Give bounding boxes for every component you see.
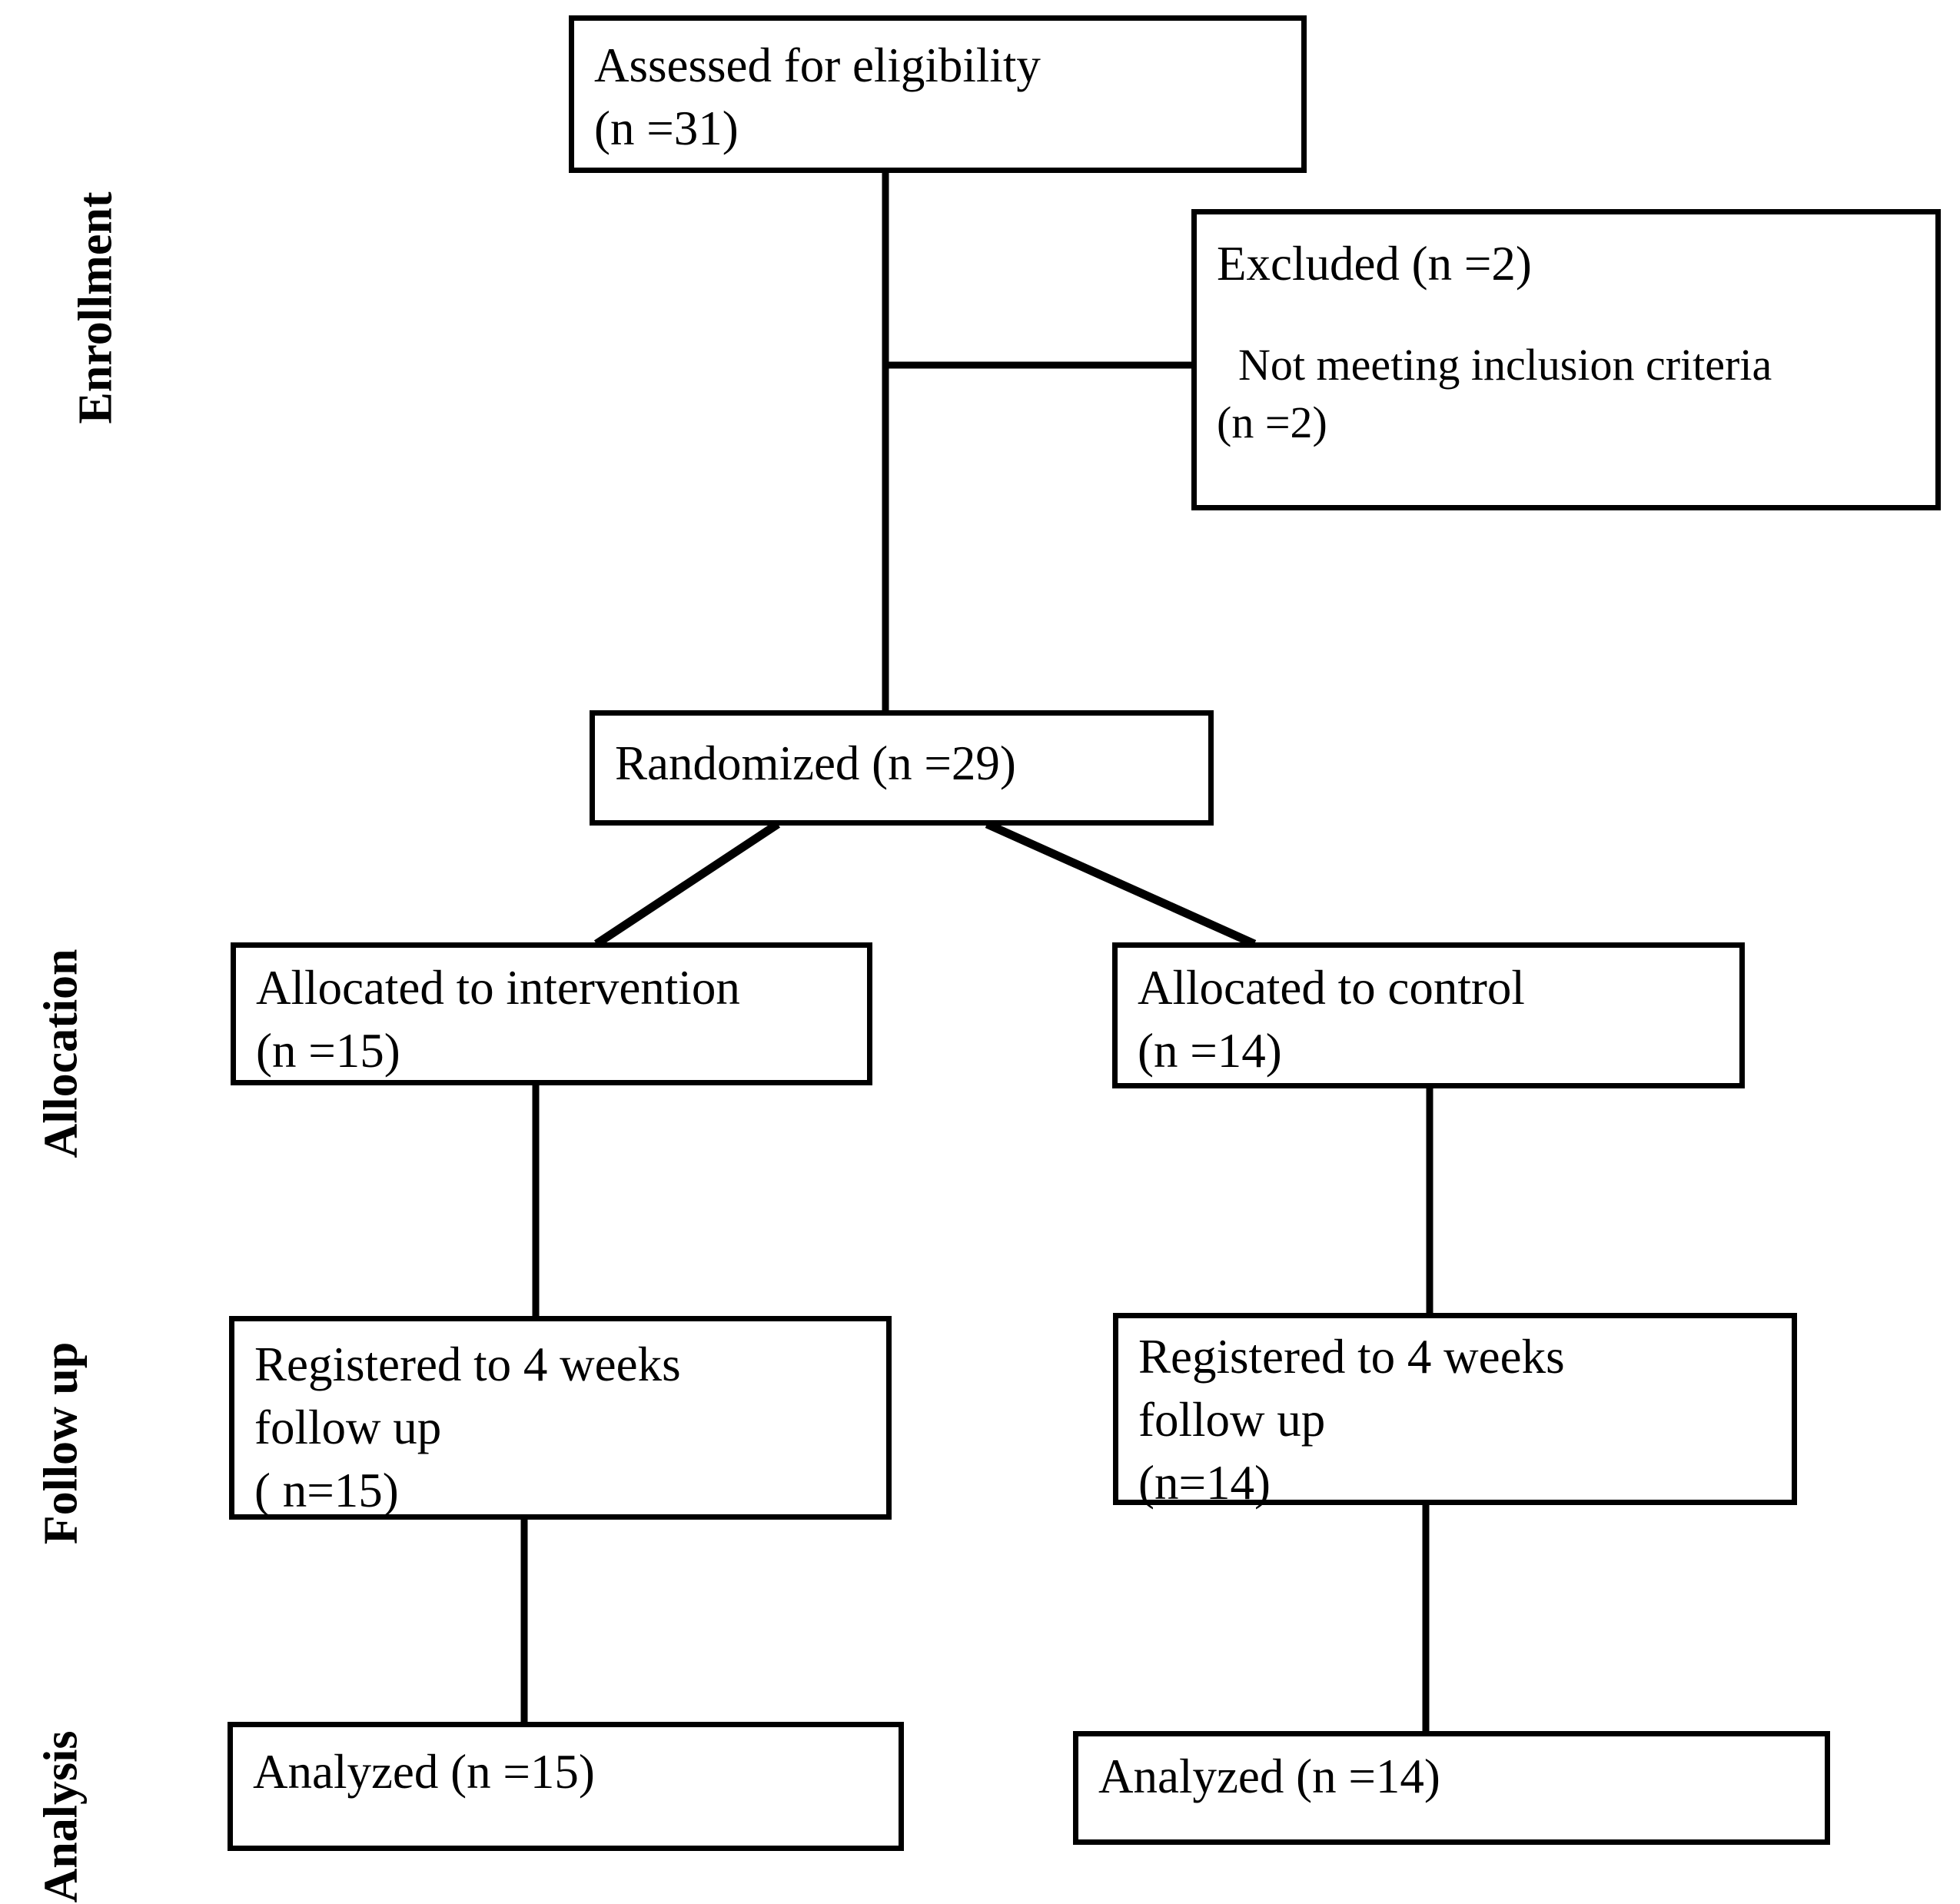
stage-label-allocation-text: Allocation bbox=[35, 949, 88, 1158]
stage-label-allocation: Allocation bbox=[35, 923, 89, 1185]
node-randomized-line1: Randomized (n =29) bbox=[615, 736, 1016, 790]
stage-label-analysis-text: Analysis bbox=[35, 1730, 88, 1903]
node-analyzed-control: Analyzed (n =14) bbox=[1073, 1731, 1830, 1845]
node-excluded-reason-line1: Not meeting inclusion criteria bbox=[1238, 339, 1772, 390]
node-excluded-spacer bbox=[1217, 296, 1915, 336]
node-alloc-control-line2: (n =14) bbox=[1138, 1023, 1282, 1078]
node-followup-intervention-line3: ( n=15) bbox=[254, 1463, 399, 1517]
node-excluded-reason-line2: (n =2) bbox=[1217, 397, 1327, 448]
connector-randomized-to-control bbox=[985, 819, 1257, 949]
node-followup-control-line1: Registered to 4 weeks bbox=[1138, 1330, 1565, 1384]
node-assessed-line1: Assessed for eligibility bbox=[594, 38, 1041, 92]
connector-randomized-to-intervention bbox=[593, 820, 781, 948]
node-analyzed-intervention: Analyzed (n =15) bbox=[228, 1722, 904, 1851]
node-assessed-for-eligibility: Assessed for eligibility (n =31) bbox=[569, 15, 1307, 173]
stage-label-enrollment-text: Enrollment bbox=[69, 191, 122, 424]
node-followup-intervention: Registered to 4 weeks follow up ( n=15) bbox=[229, 1316, 892, 1520]
node-excluded: Excluded (n =2) Not meeting inclusion cr… bbox=[1191, 209, 1941, 510]
node-alloc-control-line1: Allocated to control bbox=[1138, 961, 1525, 1015]
node-followup-intervention-line2: follow up bbox=[254, 1400, 442, 1454]
node-alloc-intervention-line1: Allocated to intervention bbox=[256, 961, 740, 1015]
node-assessed-line2: (n =31) bbox=[594, 101, 739, 155]
stage-label-follow-up-text: Follow up bbox=[35, 1341, 88, 1545]
stage-label-follow-up: Follow up bbox=[35, 1313, 89, 1574]
node-followup-intervention-line1: Registered to 4 weeks bbox=[254, 1337, 681, 1391]
stage-label-enrollment: Enrollment bbox=[69, 166, 124, 450]
node-allocated-to-control: Allocated to control (n =14) bbox=[1112, 942, 1745, 1088]
stage-label-analysis: Analysis bbox=[35, 1686, 89, 1904]
node-excluded-line1: Excluded (n =2) bbox=[1217, 237, 1532, 291]
node-analyzed-intervention-line1: Analyzed (n =15) bbox=[253, 1745, 595, 1799]
node-alloc-intervention-line2: (n =15) bbox=[256, 1023, 400, 1078]
node-randomized: Randomized (n =29) bbox=[590, 710, 1214, 826]
node-followup-control-line3: (n=14) bbox=[1138, 1455, 1271, 1510]
node-analyzed-control-line1: Analyzed (n =14) bbox=[1098, 1749, 1440, 1803]
node-allocated-to-intervention: Allocated to intervention (n =15) bbox=[231, 942, 872, 1085]
node-followup-control: Registered to 4 weeks follow up (n=14) bbox=[1113, 1313, 1797, 1510]
node-followup-control-line2: follow up bbox=[1138, 1392, 1326, 1447]
